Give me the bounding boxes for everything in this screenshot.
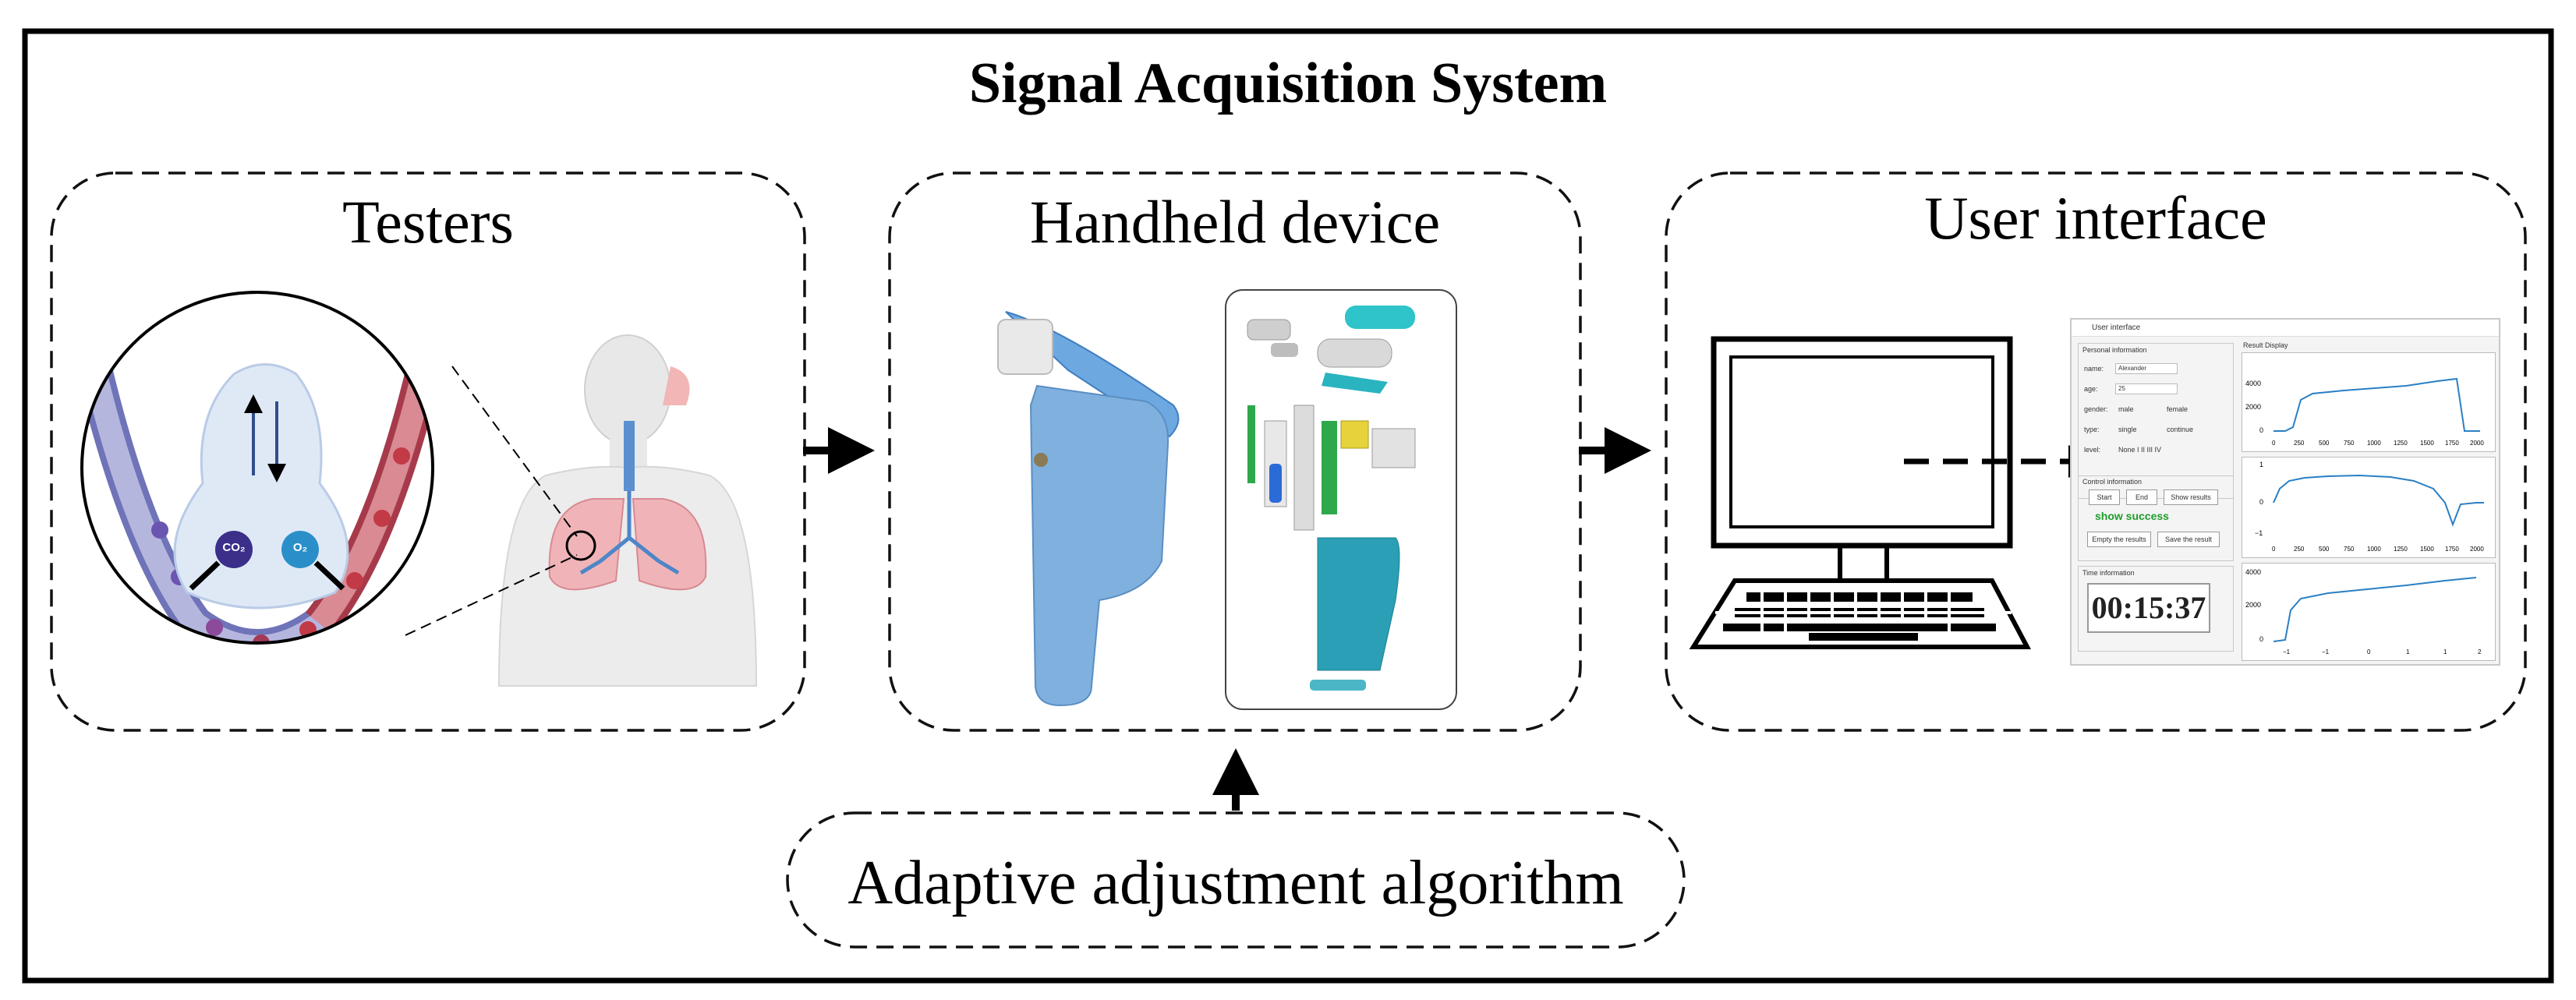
type-continue-radio[interactable]: continue [2167,426,2194,433]
plot-1-xtick-8: 2000 [2470,440,2484,447]
save-result-button[interactable]: Save the result [2157,532,2220,547]
plot-3-xtick-2: 0 [2367,648,2371,655]
plot-2-xtick-1: 250 [2294,546,2305,553]
plot-1-xtick-0: 0 [2272,440,2276,447]
result-plot-2: 1 0 −1 0 250 500 750 1000 1250 1500 1750… [2242,457,2496,558]
plot-3-line [2273,577,2477,642]
outer-frame [22,28,2554,984]
plot-3-xtick-3: 1 [2406,648,2410,655]
result-display-header: Result Display [2243,341,2288,349]
diagram-title: Signal Acquisition System [968,51,1608,115]
type-single-radio[interactable]: single [2118,426,2137,433]
level-label: level: [2084,446,2101,454]
plot-2-svg: 1 0 −1 0 250 500 750 1000 1250 1500 1750… [2255,461,2484,553]
plot-2-xtick-7: 1750 [2445,546,2459,553]
elapsed-timer: 00:15:37 [2087,583,2210,633]
plot-3-xtick-0: −1 [2283,648,2291,655]
o2-label: O₂ [292,541,308,554]
plot-1-ytick-1: 2000 [2245,403,2261,411]
plot-2-xtick-0: 0 [2272,546,2276,553]
window-title-bar: User interface [2072,320,2499,337]
control-info-header: Control information [2082,478,2143,486]
plot-3-ytick-2: 0 [2259,635,2263,643]
plot-1-xtick-2: 500 [2319,440,2330,447]
plot-2-xtick-4: 1000 [2367,546,2381,553]
plot-2-ytick-1: 0 [2259,498,2263,506]
plot-3-xtick-5: 2 [2478,648,2482,655]
result-plot-1: 4000 2000 0 0 250 500 750 1000 1250 1500… [2242,352,2496,452]
start-button[interactable]: Start [2089,489,2120,505]
type-label: type: [2084,426,2100,433]
co2-molecule [215,531,253,568]
plot-3-xtick-4: 1 [2443,648,2447,655]
keyboard-icon [1689,578,2031,649]
plot-3-ytick-0: 4000 [2245,568,2261,576]
lung-zoom-marker [565,530,596,561]
ui-panel [1665,171,2527,732]
result-plot-3: 4000 2000 0 −1 −1 0 1 1 2 [2242,563,2496,661]
plot-2-xticks: 0 250 500 750 1000 1250 1500 1750 2000 [2272,546,2484,553]
time-info-group [2078,566,2234,652]
plot-2-xtick-6: 1500 [2420,546,2434,553]
plot-1-xticks: 0 250 500 750 1000 1250 1500 1750 2000 [2272,440,2484,447]
handheld-device-photo [997,311,1180,707]
plot-1-ytick-2: 0 [2259,426,2263,434]
gender-label: gender: [2084,405,2108,413]
gender-male-radio[interactable]: male [2118,405,2134,413]
empty-results-button[interactable]: Empty the results [2087,532,2151,547]
plot-2-ytick-2: −1 [2255,529,2263,537]
personal-info-header: Personal information [2082,346,2147,354]
alveolus-inset [80,291,434,645]
level-options[interactable]: None I II III IV [2118,446,2162,454]
plot-1-xtick-6: 1500 [2420,440,2434,447]
ui-title: User interface [1924,184,2267,252]
status-message: show success [2095,510,2169,522]
plot-2-xtick-2: 500 [2319,546,2330,553]
age-field[interactable]: 25 [2115,383,2178,394]
time-info-header: Time information [2082,569,2135,577]
gender-female-radio[interactable]: female [2167,405,2189,413]
plot-1-xtick-4: 1000 [2367,440,2381,447]
age-label: age: [2084,385,2098,393]
end-button[interactable]: End [2126,489,2157,505]
plot-1-xtick-5: 1250 [2394,440,2408,447]
o2-molecule [281,531,319,568]
plot-3-svg: 4000 2000 0 −1 −1 0 1 1 2 [2245,568,2482,655]
plot-2-ytick-0: 1 [2259,461,2263,468]
control-info-group [2078,475,2234,561]
algorithm-label: Adaptive adjustment algorithm [847,849,1624,917]
exploded-view-parts [1247,306,1416,691]
co2-label: CO₂ [222,541,246,554]
plot-3-xticks: −1 −1 0 1 1 2 [2283,648,2482,655]
name-field[interactable]: Alexander [2115,363,2178,374]
human-figure [497,334,758,687]
software-window: User interface Personal information name… [2070,318,2500,666]
plot-3-ytick-1: 2000 [2245,601,2261,609]
plot-1-xtick-1: 250 [2294,440,2305,447]
plot-1-svg: 4000 2000 0 0 250 500 750 1000 1250 1500… [2245,377,2484,447]
plot-1-line [2273,377,2480,432]
show-results-button[interactable]: Show results [2164,489,2218,505]
plot-2-line [2273,474,2484,527]
name-label: name: [2084,365,2104,373]
plot-2-xtick-5: 1250 [2394,546,2408,553]
plot-1-xtick-7: 1750 [2445,440,2459,447]
plot-3-xtick-1: −1 [2322,648,2330,655]
plot-2-xtick-8: 2000 [2470,546,2484,553]
exploded-view-box [1225,289,1457,710]
plot-1-ytick-0: 4000 [2245,380,2261,387]
testers-title: Testers [342,188,514,256]
plot-2-xtick-3: 750 [2344,546,2355,553]
algorithm-panel [786,811,1686,949]
plot-1-xtick-3: 750 [2344,440,2355,447]
computer-monitor-icon [1711,336,2013,581]
handheld-title: Handheld device [1029,188,1441,256]
